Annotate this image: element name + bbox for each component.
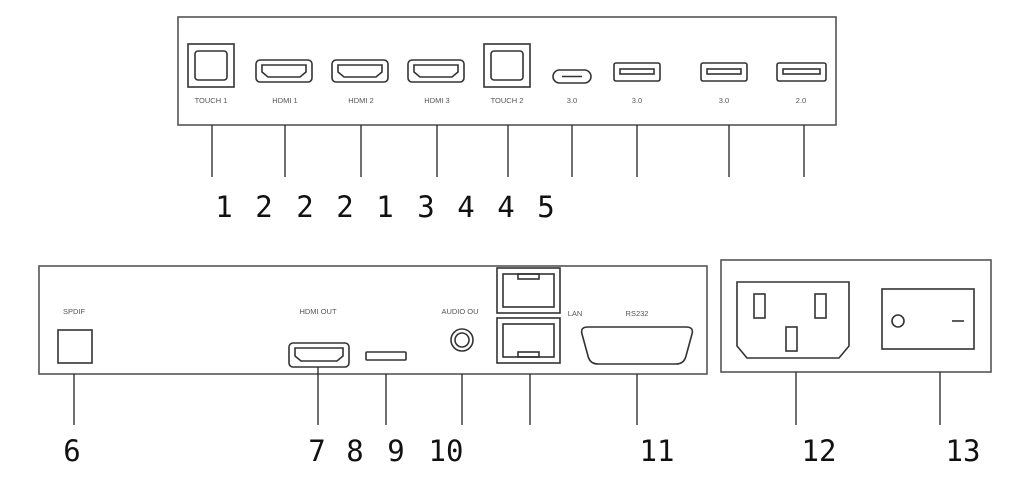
top-number-1: 1 (215, 190, 232, 224)
usb-a-2-label: 3.0 (719, 96, 729, 105)
hdmi-out-port (288, 342, 350, 368)
hdmi2-label: HDMI 2 (348, 96, 373, 105)
number-9: 9 (387, 434, 404, 468)
spdif-label: SPDIF (63, 307, 86, 316)
audio-out-label: AUDIO OU (441, 307, 478, 316)
lan-port-2 (496, 317, 561, 364)
touch1-port (187, 43, 235, 88)
top-leader-lines (211, 125, 805, 177)
hdmi2-port (331, 59, 389, 83)
hdmi1-port (255, 59, 313, 83)
bottom-leader-lines (73, 367, 638, 425)
lan-port-1 (496, 267, 561, 314)
usb-a-port-2 (700, 62, 748, 82)
number-10: 10 (429, 434, 464, 468)
usb-a-port-3 (776, 62, 827, 82)
usb-a-3-label: 2.0 (796, 96, 806, 105)
number-13: 13 (946, 434, 981, 468)
lan-label: LAN (568, 309, 583, 318)
audio-out-jack (450, 328, 474, 352)
top-number-9: 5 (537, 190, 554, 224)
usb-a-port-1 (613, 62, 661, 82)
top-number-7: 4 (457, 190, 474, 224)
touch1-label: TOUCH 1 (195, 96, 228, 105)
usbc-label: 3.0 (567, 96, 577, 105)
usbc-port (552, 69, 592, 84)
rs232-label: RS232 (626, 309, 649, 318)
touch2-port (483, 43, 531, 88)
hdmi-out-label: HDMI OUT (299, 307, 336, 316)
bottom-io-panel (38, 265, 708, 375)
number-6: 6 (63, 434, 80, 468)
touch2-label: TOUCH 2 (491, 96, 524, 105)
power-panel (720, 259, 992, 373)
hdmi1-label: HDMI 1 (272, 96, 297, 105)
top-number-2: 2 (255, 190, 272, 224)
top-number-6: 3 (417, 190, 434, 224)
hdmi3-label: HDMI 3 (424, 96, 449, 105)
top-number-3: 2 (296, 190, 313, 224)
power-switch (881, 288, 975, 350)
top-number-4: 2 (336, 190, 353, 224)
top-number-5: 1 (376, 190, 393, 224)
number-7: 7 (308, 434, 325, 468)
power-inlet (736, 281, 850, 359)
number-12: 12 (802, 434, 837, 468)
card-slot (365, 351, 407, 361)
number-8: 8 (346, 434, 363, 468)
top-number-8: 4 (497, 190, 514, 224)
rs232-port (580, 326, 694, 365)
usb-a-1-label: 3.0 (632, 96, 642, 105)
spdif-port (57, 329, 93, 364)
top-panel (177, 16, 837, 126)
number-11: 11 (640, 434, 675, 468)
hdmi3-port (407, 59, 465, 83)
